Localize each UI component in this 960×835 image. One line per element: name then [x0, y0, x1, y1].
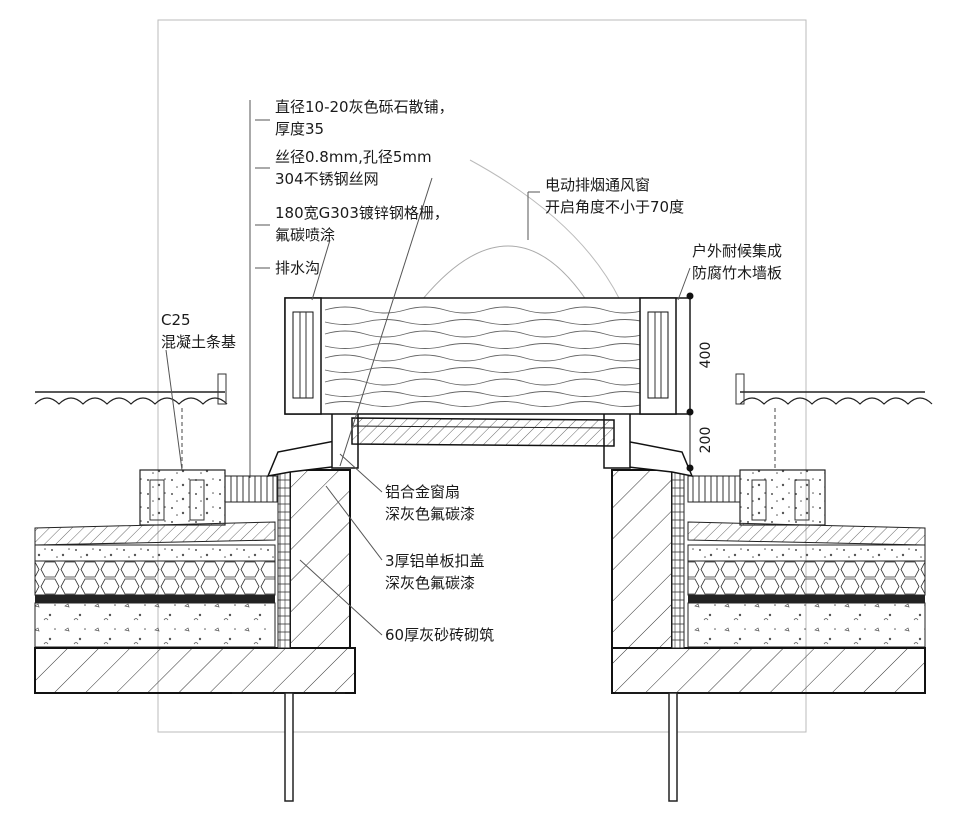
dimension-line: 400 200: [686, 292, 714, 472]
sash-line-1: 铝合金窗扇: [385, 483, 460, 501]
mesh-line-1: 丝径0.8mm,孔径5mm: [275, 148, 432, 166]
concrete-line-2: 混凝土条基: [161, 333, 236, 351]
bamboo-panel-line-1: 户外耐候集成: [692, 242, 782, 260]
dimension-400: 400: [698, 342, 714, 369]
left-roof-assembly: [34, 373, 356, 802]
cover-line-2: 深灰色氟碳漆: [385, 574, 475, 592]
annotation-bamboo-panel: 户外耐候集成 防腐竹木墙板: [692, 242, 782, 282]
annotation-sash: 铝合金窗扇 深灰色氟碳漆: [385, 483, 475, 523]
annotation-smoke-window: 电动排烟通风窗 开启角度不小于70度: [545, 176, 684, 216]
annotation-cover: 3厚铝单板扣盖 深灰色氟碳漆: [385, 552, 485, 592]
skylight-window: [266, 297, 694, 478]
bamboo-panel-line-2: 防腐竹木墙板: [692, 264, 782, 282]
annotation-concrete: C25 混凝土条基: [161, 311, 236, 351]
concrete-line-1: C25: [161, 311, 191, 329]
leader-lines: [165, 119, 691, 636]
cover-line-1: 3厚铝单板扣盖: [385, 552, 485, 570]
smoke-window-line-2: 开启角度不小于70度: [545, 198, 684, 216]
right-roof-assembly: [611, 373, 933, 802]
brick-line-1: 60厚灰砂砖砌筑: [385, 626, 494, 644]
grating-line-2: 氟碳喷涂: [275, 226, 335, 244]
annotation-mesh: 丝径0.8mm,孔径5mm 304不锈钢丝网: [275, 148, 432, 188]
grating-line-1: 180宽G303镀锌钢格栅，: [275, 204, 449, 222]
drawing-frame: [157, 19, 807, 733]
drain-line-1: 排水沟: [275, 259, 320, 277]
smoke-window-line-1: 电动排烟通风窗: [545, 176, 650, 194]
annotation-brick: 60厚灰砂砖砌筑: [385, 626, 494, 644]
gravel-line-2: 厚度35: [275, 120, 324, 138]
gravel-line-1: 直径10-20灰色砾石散铺，: [275, 98, 454, 116]
mesh-line-2: 304不锈钢丝网: [275, 170, 379, 188]
annotation-grating: 180宽G303镀锌钢格栅， 氟碳喷涂: [275, 204, 449, 244]
sash-line-2: 深灰色氟碳漆: [385, 505, 475, 523]
window-opening-arc-2: [469, 159, 621, 301]
dimension-200: 200: [698, 427, 714, 454]
annotation-gravel: 直径10-20灰色砾石散铺， 厚度35: [275, 98, 454, 138]
annotation-drain: 排水沟: [275, 259, 320, 277]
